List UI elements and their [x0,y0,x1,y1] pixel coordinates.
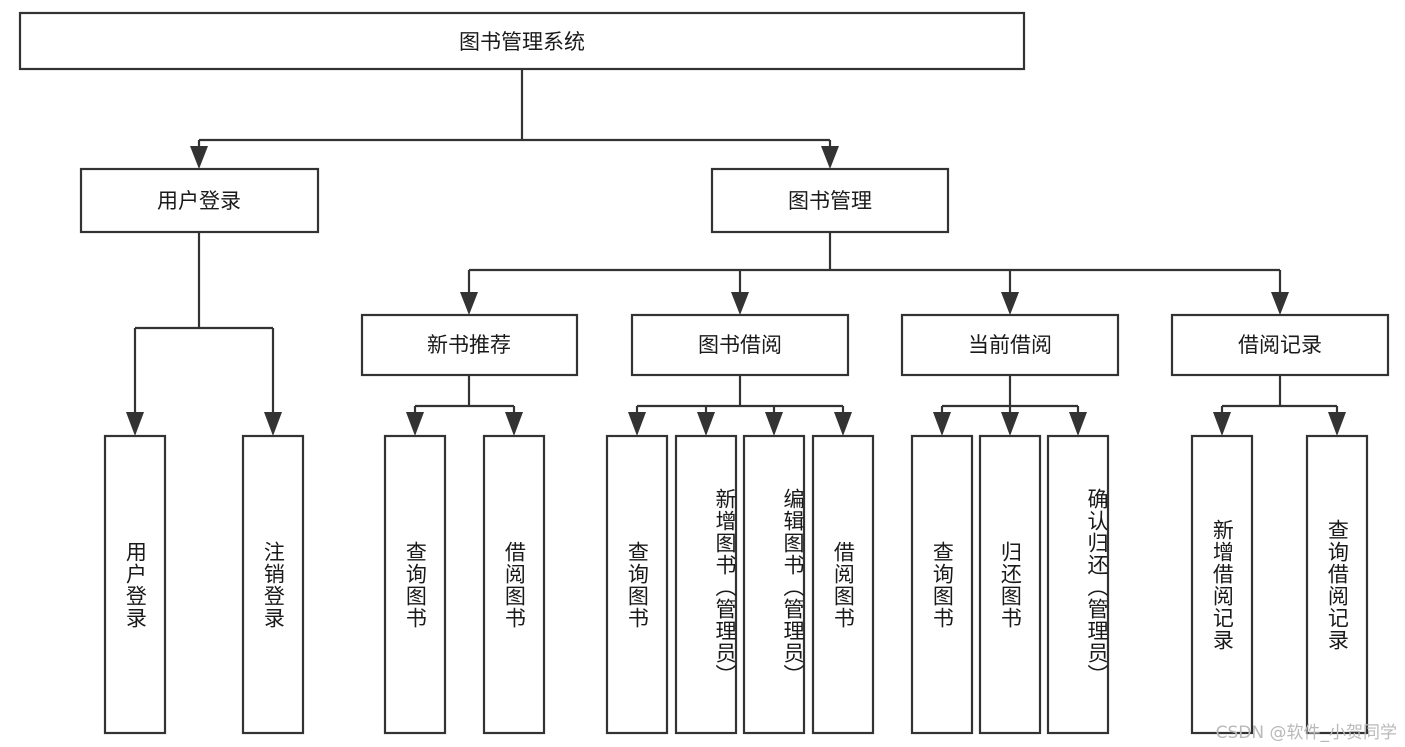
node-current-borrow[interactable]: 当前借阅 [900,313,1120,377]
arrow-user-login [190,146,208,169]
arrow-bb-leaf-4 [834,412,852,436]
leaf-box-br-add-record[interactable] [1190,434,1254,735]
node-user-login-box[interactable] [79,167,320,234]
leaf-box-br-query-record[interactable] [1305,434,1369,735]
node-new-book-recommend-label: 新书推荐 [427,333,511,357]
node-borrow-record[interactable]: 借阅记录 [1170,313,1390,377]
leaf-box-bb-add-book[interactable] [674,434,738,735]
node-root-box[interactable] [18,11,1026,71]
node-book-management[interactable]: 图书管理 [710,167,950,234]
arrow-br-leaf-1 [1213,412,1231,436]
arrow-book-mgmt [821,146,839,169]
leaf-box-cb-return-book[interactable] [978,434,1042,735]
node-new-book-recommend-box[interactable] [360,313,579,377]
leaf-box-user-login[interactable] [103,434,167,735]
arrow-leaf-logout [264,412,282,436]
node-root[interactable]: 图书管理系统 [18,11,1026,71]
connector-group [126,69,1346,436]
node-book-borrow-box[interactable] [630,313,850,377]
arrow-cb-leaf-3 [1069,412,1087,436]
node-book-borrow-label: 图书借阅 [698,333,782,357]
node-new-book-recommend[interactable]: 新书推荐 [360,313,579,377]
watermark-text: CSDN @软件_小贺同学 [1215,723,1397,743]
leaf-box-bb-borrow-book[interactable] [811,434,875,735]
node-book-management-box[interactable] [710,167,950,234]
leaf-box-cb-query-book[interactable] [910,434,974,735]
leaf-box-bb-edit-book[interactable] [742,434,806,735]
arrow-new-book-recommend [460,292,478,315]
arrow-bb-leaf-3 [765,412,783,436]
node-root-label: 图书管理系统 [459,30,585,54]
arrow-cb-leaf-2 [1001,412,1019,436]
arrow-book-borrow [731,292,749,315]
arrow-borrow-record [1271,292,1289,315]
leaf-box-nbr-query-book[interactable] [383,434,447,735]
arrow-bb-leaf-1 [628,412,646,436]
node-book-borrow[interactable]: 图书借阅 [630,313,850,377]
node-user-login[interactable]: 用户登录 [79,167,320,234]
leaf-box-bb-query-book[interactable] [605,434,669,735]
node-user-login-label: 用户登录 [157,189,241,213]
node-current-borrow-label: 当前借阅 [968,333,1052,357]
node-book-management-label: 图书管理 [788,189,872,213]
arrow-current-borrow [1001,292,1019,315]
arrow-br-leaf-2 [1328,412,1346,436]
arrow-nbr-leaf-1 [406,412,424,436]
node-borrow-record-label: 借阅记录 [1238,333,1322,357]
arrow-leaf-user-login [126,412,144,436]
leaf-box-cb-confirm-return[interactable] [1046,434,1110,735]
arrow-bb-leaf-2 [697,412,715,436]
leaf-box-group [103,434,1369,735]
node-current-borrow-box[interactable] [900,313,1120,377]
node-borrow-record-box[interactable] [1170,313,1390,377]
arrow-nbr-leaf-2 [505,412,523,436]
leaf-box-nbr-borrow-book[interactable] [482,434,546,735]
leaf-box-logout[interactable] [241,434,305,735]
arrow-cb-leaf-1 [933,412,951,436]
